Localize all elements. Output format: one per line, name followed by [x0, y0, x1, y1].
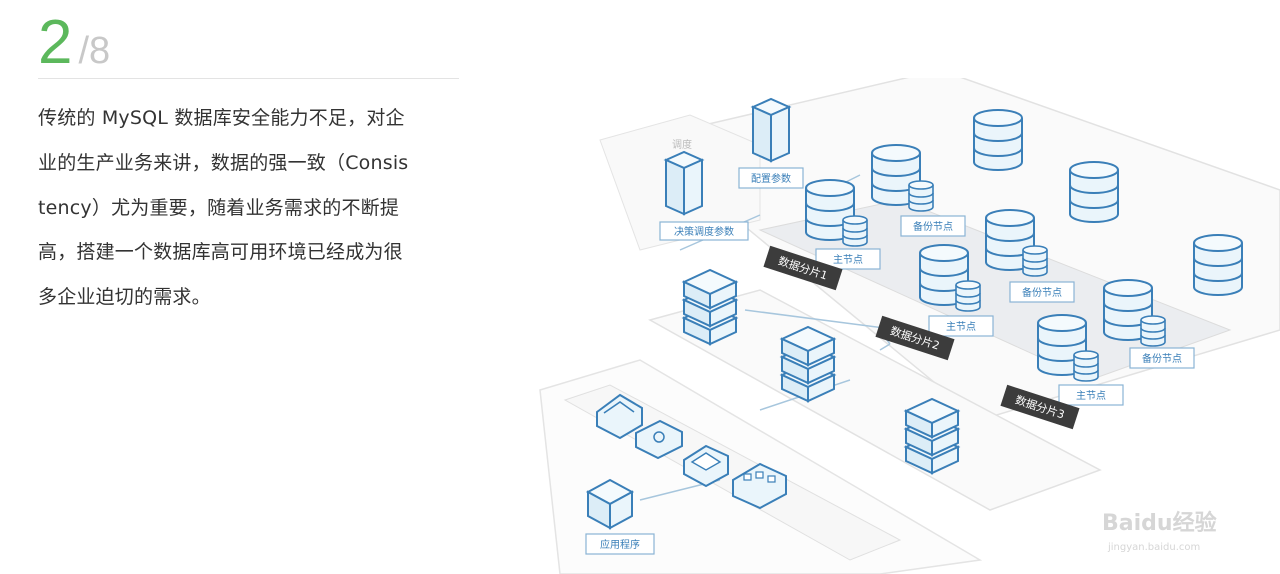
- body-line: 业的生产业务来讲，数据的强一致（Consis: [38, 151, 409, 174]
- server-stack-icon: [683, 269, 737, 345]
- body-paragraph: 传统的 MySQL 数据库安全能力不足，对企 业的生产业务来讲，数据的强一致（C…: [38, 96, 462, 320]
- primary-node-1: 主节点: [833, 254, 863, 266]
- app-cube-icon: [585, 478, 635, 530]
- schedule-label: 调度: [672, 138, 692, 151]
- server-icon: [665, 151, 703, 215]
- config-label: 配置参数: [751, 172, 791, 185]
- primary-node-3: 主节点: [1076, 390, 1106, 402]
- body-line: 传统的 MySQL 数据库安全能力不足，对企: [38, 107, 405, 129]
- server-stack-icon: [905, 398, 959, 474]
- step-indicator: 2 /8: [38, 8, 110, 74]
- app-block-icon: [732, 462, 787, 510]
- server-icon: [752, 98, 790, 162]
- watermark-url: jingyan.baidu.com: [1107, 542, 1200, 553]
- watermark-logo: Baidu经验: [1102, 510, 1217, 536]
- app-label: 应用程序: [600, 538, 640, 551]
- decision-label: 决策调度参数: [674, 225, 734, 238]
- architecture-diagram: 配置参数 决策调度参数 调度 主节点 备份节点 备份节点 主节点 备份节点 主节…: [539, 78, 1280, 574]
- backup-node-1: 备份节点: [913, 220, 953, 233]
- app-block-icon: [596, 393, 643, 440]
- body-line: tency）尤为重要，随着业务需求的不断提: [38, 196, 400, 219]
- body-line: 高，搭建一个数据库高可用环境已经成为很: [38, 241, 403, 264]
- body-line: 多企业迫切的需求。: [38, 286, 211, 309]
- header-divider: [38, 78, 459, 79]
- backup-node-3: 备份节点: [1142, 352, 1182, 365]
- step-total: /8: [78, 30, 111, 72]
- backup-node-2: 备份节点: [1022, 286, 1062, 299]
- app-block-icon: [635, 419, 683, 460]
- step-current: 2: [38, 8, 73, 77]
- primary-node-2: 主节点: [946, 321, 976, 333]
- app-block-icon: [683, 444, 729, 488]
- server-stack-icon: [781, 326, 835, 402]
